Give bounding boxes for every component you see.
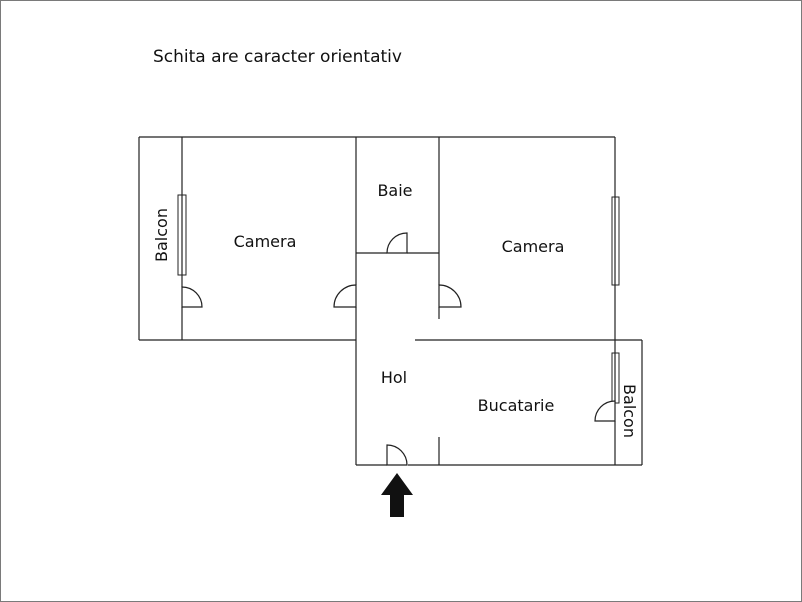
room-balcon-left: Balcon: [152, 208, 171, 262]
room-camera-left: Camera: [234, 232, 297, 251]
door-balcony-left: [181, 286, 203, 308]
door-bath: [386, 232, 408, 254]
room-bucatarie: Bucatarie: [478, 396, 555, 415]
room-balcon-right: Balcon: [620, 384, 639, 438]
door-entrance: [386, 444, 408, 466]
door-balcony-right: [594, 400, 616, 422]
door-camera-left: [333, 284, 357, 308]
disclaimer-note: Schita are caracter orientativ: [153, 47, 402, 67]
room-camera-right: Camera: [502, 237, 565, 256]
doors: [181, 232, 616, 466]
room-hol: Hol: [381, 368, 407, 387]
entrance-arrow-icon: [381, 473, 413, 517]
door-camera-right: [438, 284, 462, 308]
room-baie: Baie: [377, 181, 412, 200]
